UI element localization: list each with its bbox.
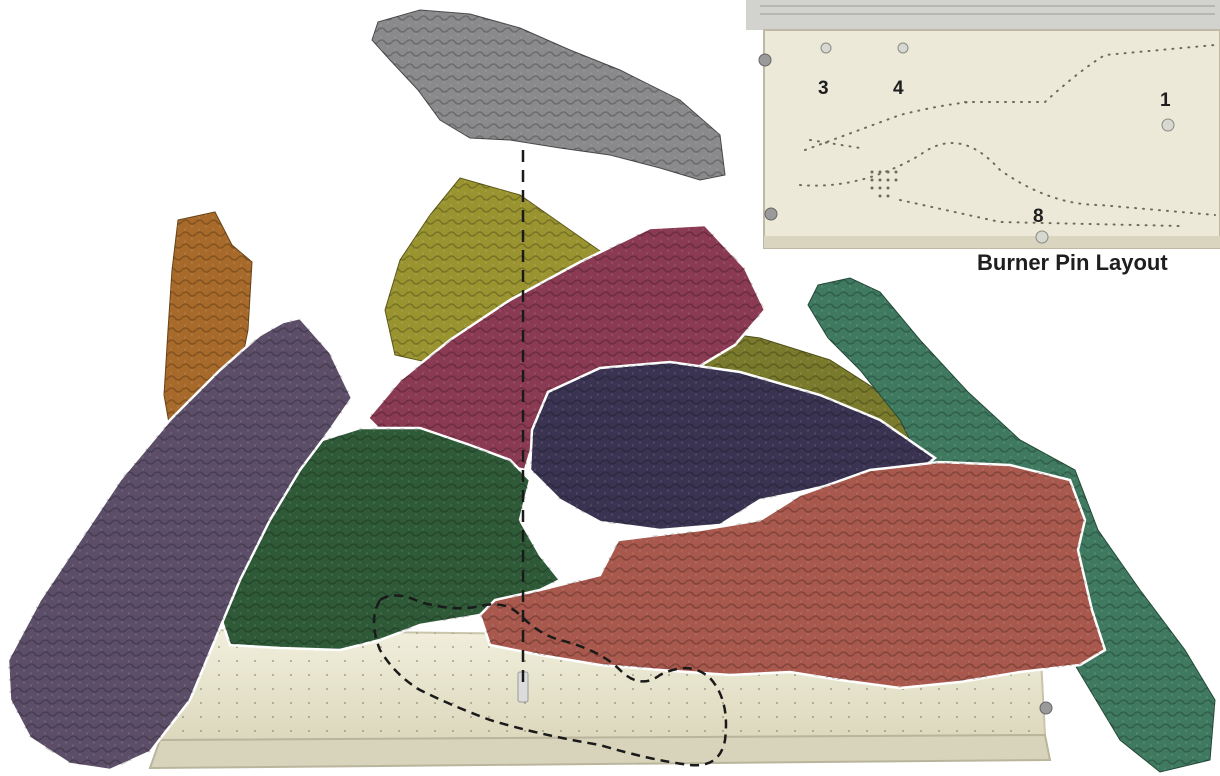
pin-label-1: 1 [1160, 90, 1171, 112]
inset-pin-8 [1036, 231, 1048, 243]
top-grey-log [372, 10, 725, 180]
inset-pin-4 [898, 43, 908, 53]
burner-pin-layout-caption: Burner Pin Layout [977, 250, 1168, 276]
inset-pin-3 [821, 43, 831, 53]
inset-screw-top-left [759, 54, 771, 66]
inset-screw-bottom-left [765, 208, 777, 220]
pin-label-3: 3 [818, 78, 829, 100]
burner-pin-layout-inset [746, 0, 1220, 248]
pin-label-8: 8 [1033, 206, 1044, 228]
burner-tray-lip [150, 735, 1050, 768]
inset-pin-1 [1162, 119, 1174, 131]
tray-screw [1040, 702, 1052, 714]
pin-label-4: 4 [893, 78, 904, 100]
